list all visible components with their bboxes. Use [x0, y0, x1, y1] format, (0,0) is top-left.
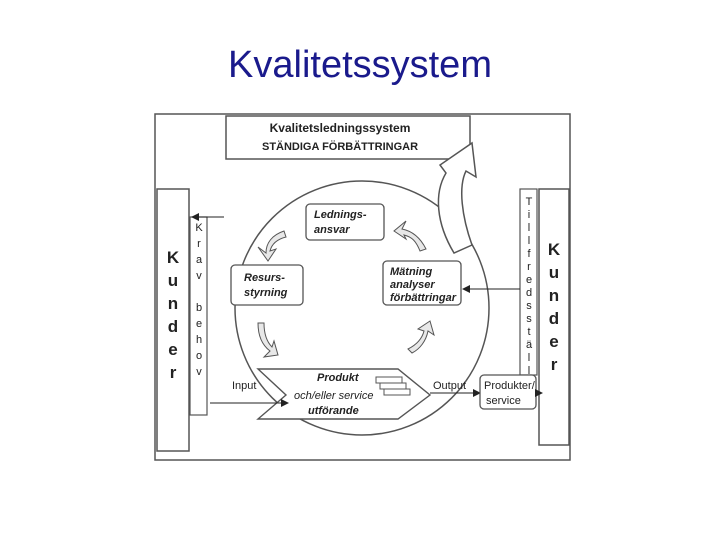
slide-title: Kvalitetssystem: [228, 44, 492, 86]
requirements-letter: K: [195, 222, 203, 234]
requirements-label: K r a v b e h o v: [195, 222, 203, 378]
cycle-arrow-top-left: [257, 230, 287, 262]
product-service-line1: Produkter/: [484, 380, 536, 392]
measurement-label-line1: Mätning: [390, 266, 432, 278]
customers-right-box: [538, 188, 570, 446]
system-box-subtitle: STÄNDIGA FÖRBÄTTRINGAR: [262, 140, 418, 153]
measurement-box: [382, 260, 462, 306]
satisfaction-letter: d: [526, 287, 532, 299]
product-label-line1: Produkt: [317, 372, 360, 384]
customers-left-letter: u: [168, 271, 178, 290]
customers-left-letter: K: [167, 248, 180, 267]
requirements-letter: h: [196, 334, 202, 346]
satisfaction-letter: s: [526, 313, 532, 325]
satisfaction-letter: s: [526, 300, 532, 312]
system-box-title: Kvalitetsledningssystem: [270, 121, 411, 135]
customers-right-letter: K: [548, 240, 561, 259]
management-label-line2: ansvar: [314, 224, 350, 236]
customers-right-letter: d: [549, 309, 559, 328]
requirements-letter: v: [196, 270, 202, 282]
customers-right-label: K u n d e r: [548, 240, 561, 374]
customers-left-letter: n: [168, 294, 178, 313]
requirements-letter: r: [197, 238, 201, 250]
satisfaction-label: T i l l f r e d s s t ä l l: [526, 196, 533, 377]
requirements-letter: a: [196, 254, 203, 266]
requirements-letter: v: [196, 366, 202, 378]
satisfaction-letter: l: [528, 365, 530, 377]
satisfaction-letter: T: [526, 196, 533, 208]
product-stack-icon: [375, 376, 411, 396]
cycle-arrow-bottom-left: [257, 322, 279, 358]
satisfaction-letter: l: [528, 352, 530, 364]
resources-label-line2: styrning: [244, 287, 288, 299]
customers-left-letter: e: [168, 340, 177, 359]
quality-management-system-box: [225, 115, 471, 160]
satisfaction-letter: f: [527, 248, 531, 260]
customers-left-letter: d: [168, 317, 178, 336]
customers-right-letter: u: [549, 263, 559, 282]
resources-label-line1: Resurs-: [244, 272, 285, 284]
customers-left-letter: r: [170, 363, 177, 382]
customers-right-letter: n: [549, 286, 559, 305]
resources-box: [230, 264, 304, 306]
customers-right-letter: r: [551, 355, 558, 374]
satisfaction-letter: ä: [526, 339, 533, 351]
satisfaction-letter: t: [527, 326, 530, 338]
customers-left-label: K u n d e r: [167, 248, 180, 382]
management-box: [305, 203, 385, 241]
customers-left-box: [156, 188, 190, 452]
cycle-arrow-top-right: [393, 220, 427, 252]
satisfaction-letter: l: [528, 222, 530, 234]
satisfaction-letter: r: [527, 261, 531, 273]
satisfaction-letter: l: [528, 235, 530, 247]
improvement-arrow: [437, 141, 477, 254]
satisfaction-letter: e: [526, 274, 532, 286]
product-label-line3: utförande: [308, 405, 359, 417]
requirements-letter: o: [196, 350, 202, 362]
quality-system-diagram: Kvalitetsledningssystem STÄNDIGA FÖRBÄTT…: [154, 113, 571, 461]
customers-right-letter: e: [549, 332, 558, 351]
measurement-label-line2: analyser: [390, 279, 435, 291]
output-label: Output: [433, 380, 466, 392]
product-service-line2: service: [486, 395, 521, 407]
requirements-letter: b: [196, 302, 202, 314]
requirements-letter: e: [196, 318, 202, 330]
input-label: Input: [232, 380, 256, 392]
management-label-line1: Lednings-: [314, 209, 367, 221]
product-label-line2: och/eller service: [294, 390, 373, 402]
satisfaction-letter: i: [528, 209, 530, 221]
measurement-label-line3: förbättringar: [390, 292, 457, 304]
cycle-arrow-bottom-right: [407, 320, 435, 354]
